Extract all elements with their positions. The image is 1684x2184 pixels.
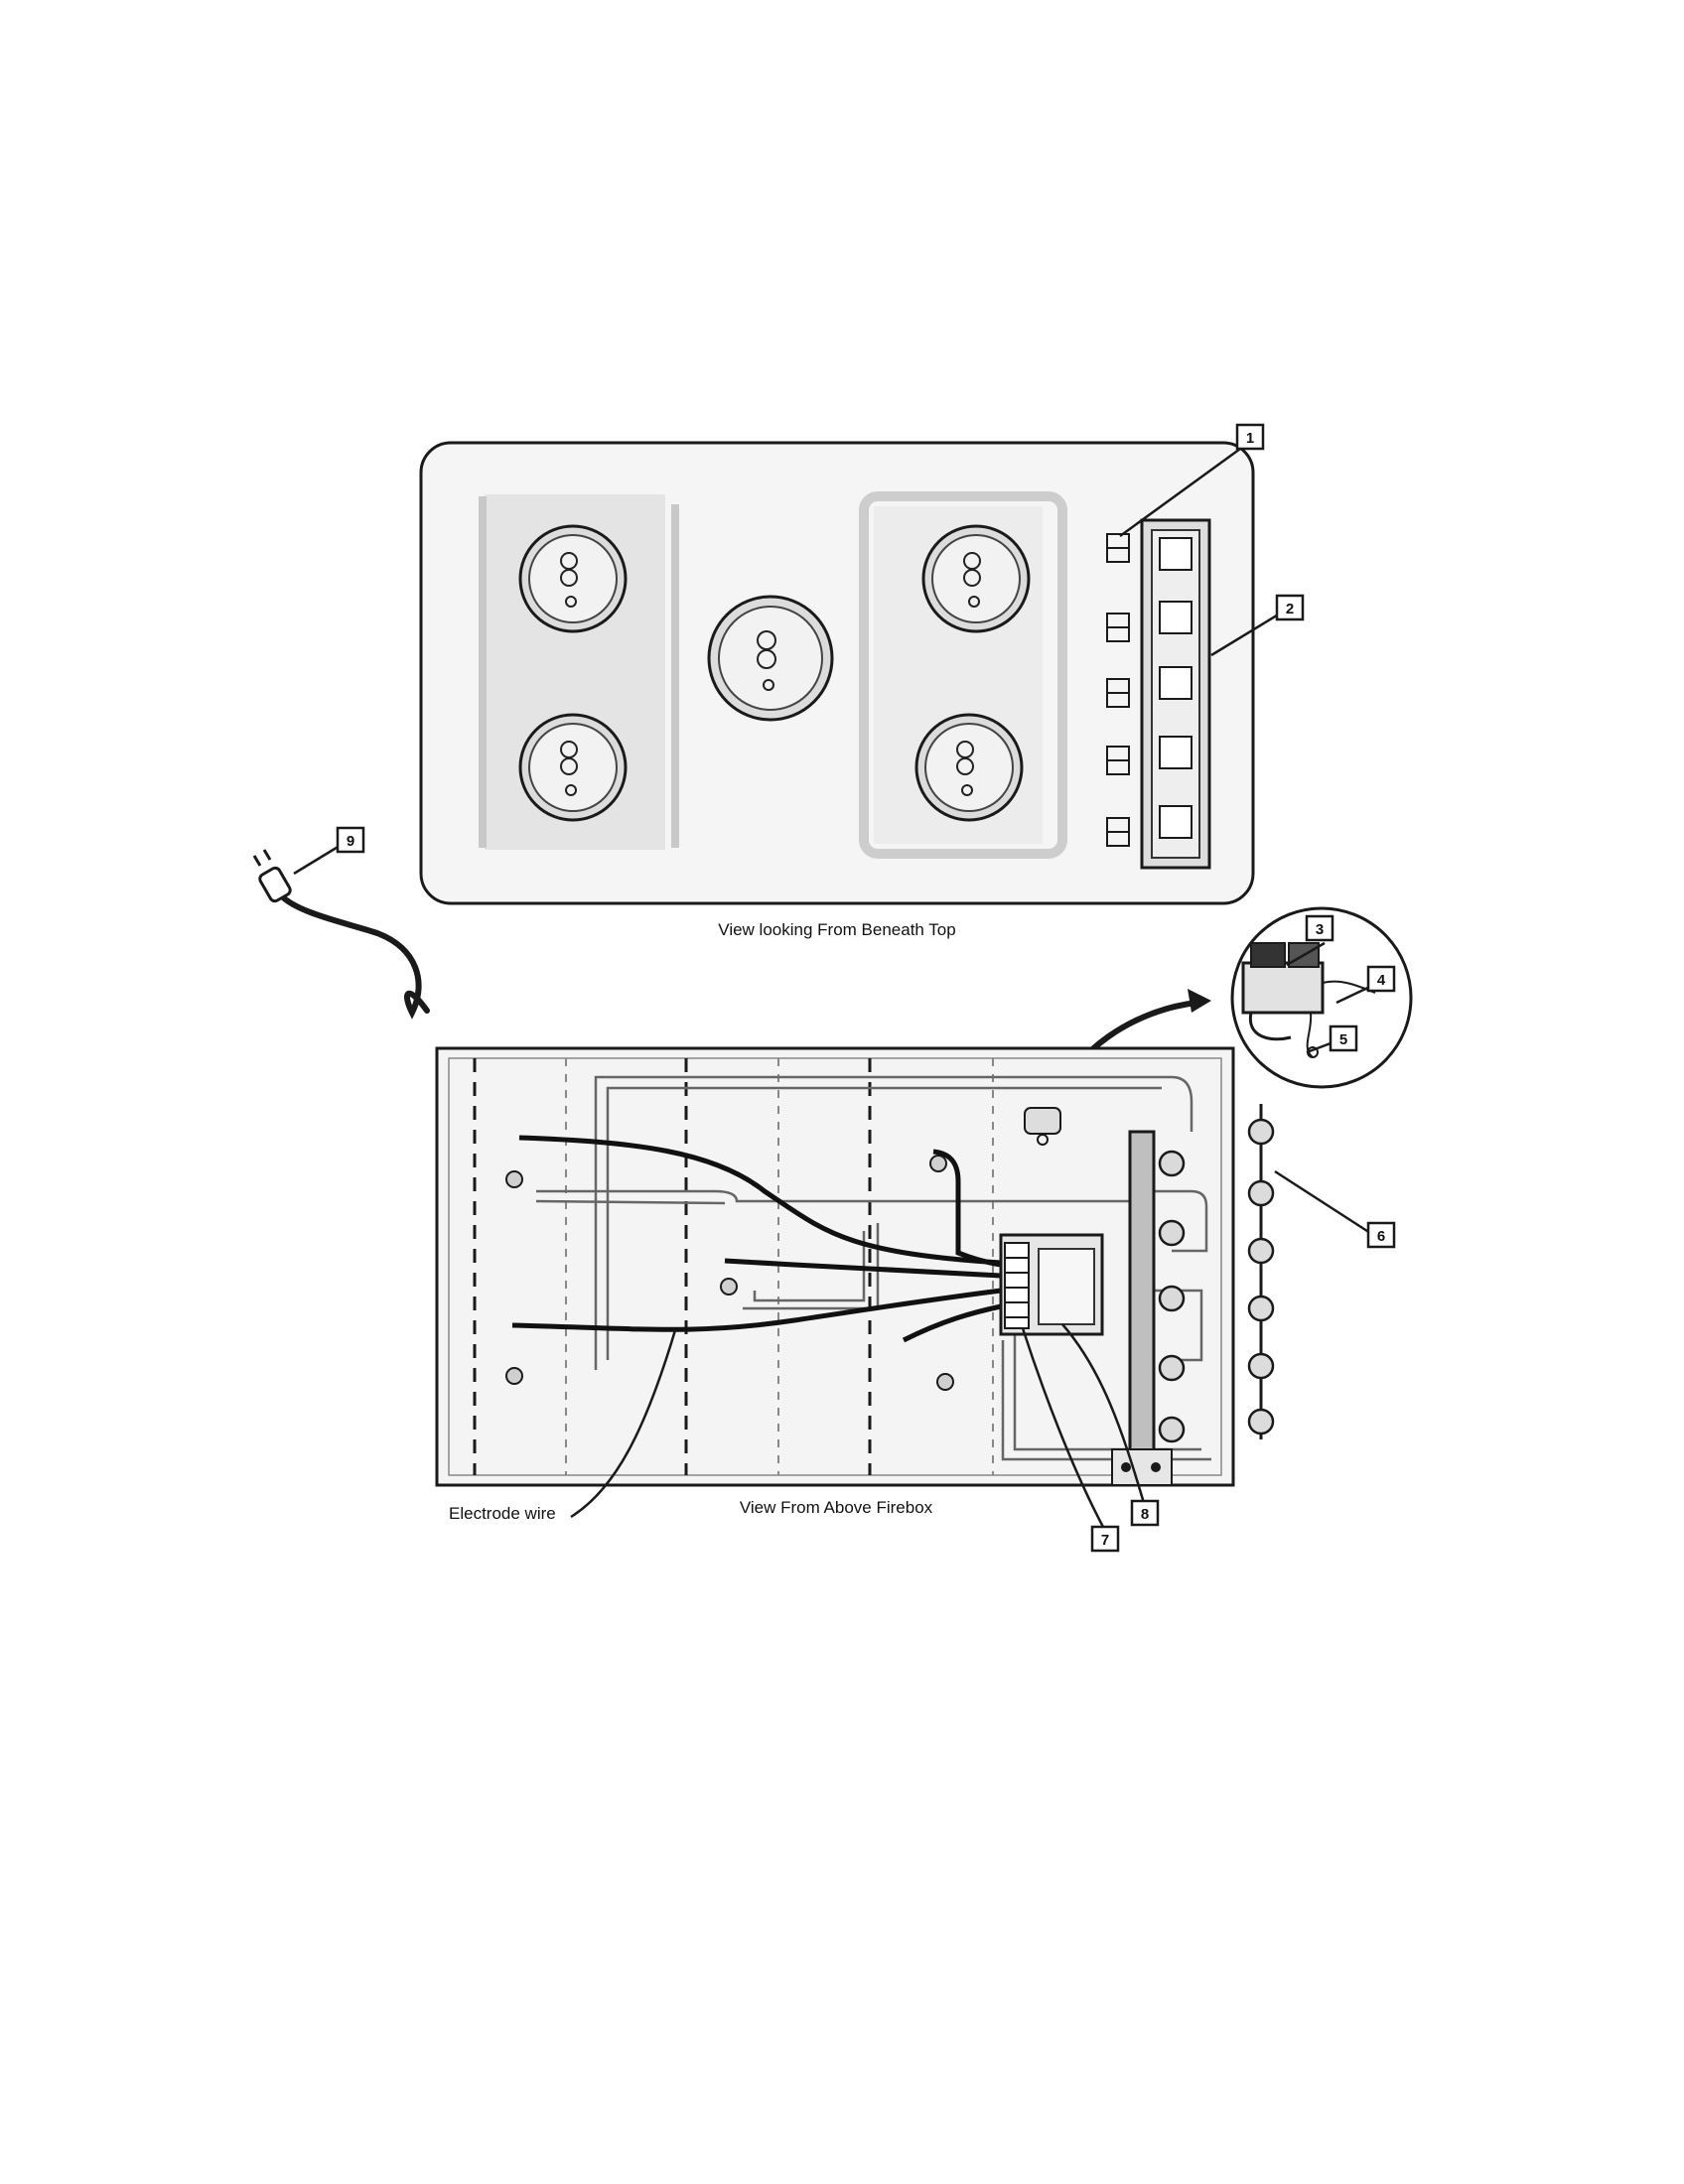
valve-stack bbox=[1247, 1104, 1275, 1439]
callout-7: 7 bbox=[1090, 1525, 1120, 1553]
callout-9: 9 bbox=[336, 826, 365, 854]
callout-5-label: 5 bbox=[1339, 1031, 1347, 1048]
callout-7-label: 7 bbox=[1101, 1532, 1109, 1549]
spark-module-detail bbox=[1230, 906, 1413, 1089]
callout-6-label: 6 bbox=[1377, 1228, 1385, 1245]
burner-left-front bbox=[518, 713, 628, 822]
spark-module bbox=[999, 1233, 1104, 1336]
callout-4: 4 bbox=[1366, 965, 1396, 993]
gas-manifold bbox=[1111, 1130, 1173, 1486]
caption-bottom-view: View From Above Firebox bbox=[740, 1498, 933, 1517]
valves-on-manifold bbox=[1158, 1150, 1186, 1443]
burner-left-rear bbox=[518, 524, 628, 633]
cooktop-top-view: View looking From Beneath Top bbox=[419, 441, 1255, 939]
caption-electrode-wire: Electrode wire bbox=[449, 1504, 556, 1523]
electrode-wires bbox=[511, 1135, 1002, 1343]
control-panel-strip bbox=[1140, 518, 1211, 870]
burner-right-rear bbox=[921, 524, 1031, 633]
callout-8: 8 bbox=[1130, 1499, 1160, 1527]
callout-6: 6 bbox=[1366, 1221, 1396, 1249]
firebox-view: View From Above Firebox bbox=[435, 1046, 1235, 1517]
callout-2: 2 bbox=[1275, 594, 1305, 621]
callout-2-label: 2 bbox=[1286, 601, 1294, 617]
burner-orifices bbox=[505, 1155, 954, 1391]
power-cord bbox=[252, 849, 430, 1020]
burner-right-front bbox=[914, 713, 1024, 822]
callout-5: 5 bbox=[1329, 1024, 1358, 1052]
callout-3-label: 3 bbox=[1316, 921, 1324, 938]
leader-lines bbox=[293, 442, 1379, 1530]
burner-center bbox=[707, 595, 834, 722]
ignition-switches bbox=[1106, 533, 1130, 847]
callout-3: 3 bbox=[1305, 914, 1334, 942]
callout-8-label: 8 bbox=[1141, 1506, 1149, 1523]
callout-1: 1 bbox=[1235, 423, 1265, 451]
caption-top-view: View looking From Beneath Top bbox=[718, 920, 955, 939]
callout-1-label: 1 bbox=[1246, 430, 1254, 447]
module-bracket bbox=[1024, 1107, 1061, 1146]
callout-4-label: 4 bbox=[1377, 972, 1386, 989]
callout-9-label: 9 bbox=[347, 833, 354, 850]
